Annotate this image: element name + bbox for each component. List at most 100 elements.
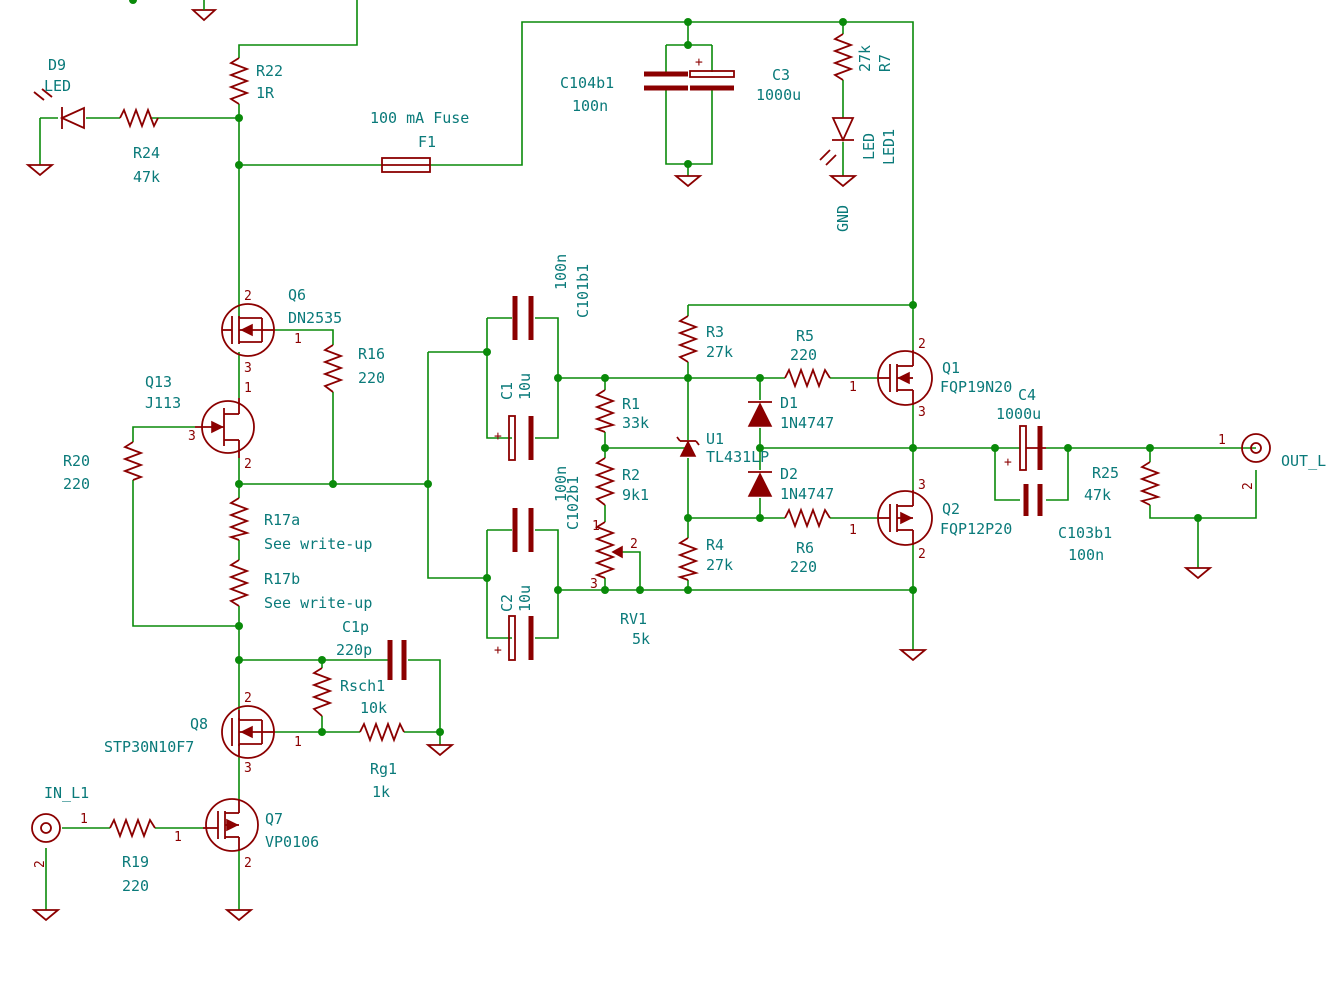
c101-value: 100n bbox=[552, 254, 570, 290]
out-ref: OUT_L bbox=[1281, 452, 1326, 470]
out-pin1: 1 bbox=[1218, 433, 1226, 448]
q1-pin3: 3 bbox=[918, 405, 926, 420]
resistor-r22: R22 1R bbox=[228, 57, 283, 105]
c102-ref: C102b1 bbox=[564, 476, 582, 530]
rg1-value: 1k bbox=[372, 783, 390, 801]
r22-ref: R22 bbox=[256, 62, 283, 80]
resistor-r5: R5 220 bbox=[784, 327, 831, 389]
q13-pin3: 3 bbox=[188, 429, 196, 444]
resistor-r16: R16 220 bbox=[322, 344, 385, 393]
capacitor-c104b1: C104b1 100n bbox=[560, 71, 688, 115]
q6-ref: Q6 bbox=[288, 286, 306, 304]
rv1-ref: RV1 bbox=[620, 610, 647, 628]
r25-ref: R25 bbox=[1092, 464, 1119, 482]
r22-value: 1R bbox=[256, 84, 275, 102]
q6-pin1: 1 bbox=[294, 332, 302, 347]
resistor-r25: R25 47k bbox=[1084, 461, 1162, 506]
r7-value: 27k bbox=[856, 45, 874, 72]
c102-value: 100n bbox=[552, 466, 570, 502]
resistor-rsch1: Rsch1 10k bbox=[311, 667, 387, 717]
rv1-pin3: 3 bbox=[590, 577, 598, 592]
q6-value: DN2535 bbox=[288, 309, 342, 327]
q8-pin3: 3 bbox=[244, 761, 252, 776]
r24-ref: R24 bbox=[133, 144, 160, 162]
led1-value: LED bbox=[860, 133, 878, 160]
q13-pin1: 1 bbox=[244, 381, 252, 396]
resistor-r3: R3 27k bbox=[677, 315, 733, 363]
q2-pin2: 2 bbox=[918, 547, 926, 562]
r24-value: 47k bbox=[133, 168, 160, 186]
q8-pin1: 1 bbox=[294, 735, 302, 750]
resistor-r6: R6 220 bbox=[784, 507, 831, 576]
shunt-regulator-u1: U1 TL431LP bbox=[676, 430, 769, 466]
q1-ref: Q1 bbox=[942, 359, 960, 377]
c3-ref: C3 bbox=[772, 66, 790, 84]
r20-ref: R20 bbox=[63, 452, 90, 470]
q2-pin1: 1 bbox=[849, 523, 857, 538]
mosfet-q8: 2 1 3 Q8 STP30N10F7 bbox=[104, 691, 302, 776]
capacitor-c102b1: 100n C102b1 bbox=[512, 466, 582, 552]
in-pin1: 1 bbox=[80, 812, 88, 827]
c1-plus: + bbox=[494, 429, 502, 444]
q6-pin3: 3 bbox=[244, 361, 252, 376]
input-connector: 1 2 IN_L1 bbox=[31, 784, 89, 868]
r16-ref: R16 bbox=[358, 345, 385, 363]
q7-value: VP0106 bbox=[265, 833, 319, 851]
capacitor-c1: + C1 10u bbox=[494, 373, 534, 461]
c101-ref: C101b1 bbox=[574, 264, 592, 318]
q7-ref: Q7 bbox=[265, 810, 283, 828]
q13-ref: Q13 bbox=[145, 373, 172, 391]
q6-pin2: 2 bbox=[244, 289, 252, 304]
q8-value: STP30N10F7 bbox=[104, 738, 194, 756]
d1-value: 1N4747 bbox=[780, 414, 834, 432]
f1-value: 100 mA Fuse bbox=[370, 109, 469, 127]
d1-ref: D1 bbox=[780, 394, 798, 412]
c2-value: 10u bbox=[516, 585, 534, 612]
q2-value: FQP12P20 bbox=[940, 520, 1012, 538]
led1-ref: LED1 bbox=[880, 129, 898, 165]
q8-ref: Q8 bbox=[190, 715, 208, 733]
rv1-pin1: 1 bbox=[592, 519, 600, 534]
r16-value: 220 bbox=[358, 369, 385, 387]
resistor-rg1: Rg1 1k bbox=[359, 721, 405, 801]
r17a-value: See write-up bbox=[264, 535, 372, 553]
d9-value: LED bbox=[44, 77, 71, 95]
led-d9: D9 LED bbox=[33, 56, 85, 130]
in-pin2: 2 bbox=[33, 860, 48, 868]
q1-pin2: 2 bbox=[918, 337, 926, 352]
resistor-r17b: R17b See write-up bbox=[228, 559, 372, 612]
capacitor-c4: + C4 1000u bbox=[996, 386, 1046, 471]
u1-ref: U1 bbox=[706, 430, 724, 448]
mosfet-q6: 2 1 3 Q6 DN2535 bbox=[221, 286, 342, 376]
c103-value: 100n bbox=[1068, 546, 1104, 564]
r3-ref: R3 bbox=[706, 323, 724, 341]
c4-value: 1000u bbox=[996, 405, 1041, 423]
r5-value: 220 bbox=[790, 346, 817, 364]
diode-d1: D1 1N4747 bbox=[747, 394, 834, 432]
resistor-r17a: R17a See write-up bbox=[227, 497, 372, 553]
mosfet-q2: 1 3 2 Q2 FQP12P20 bbox=[849, 478, 1012, 562]
r17b-value: See write-up bbox=[264, 594, 372, 612]
r25-value: 47k bbox=[1084, 486, 1111, 504]
r5-ref: R5 bbox=[796, 327, 814, 345]
resistor-r2: R2 9k1 bbox=[594, 457, 649, 506]
c104-ref: C104b1 bbox=[560, 74, 614, 92]
d2-ref: D2 bbox=[780, 465, 798, 483]
resistor-r20: R20 220 bbox=[63, 441, 144, 493]
d2-value: 1N4747 bbox=[780, 485, 834, 503]
capacitor-c3: + C3 1000u bbox=[689, 55, 801, 104]
r17b-ref: R17b bbox=[264, 570, 300, 588]
f1-ref: F1 bbox=[418, 133, 436, 151]
q2-ref: Q2 bbox=[942, 500, 960, 518]
c1-ref: C1 bbox=[498, 382, 516, 400]
r1-value: 33k bbox=[622, 414, 649, 432]
c3-plus: + bbox=[695, 55, 703, 70]
r6-value: 220 bbox=[790, 558, 817, 576]
output-connector: 1 2 OUT_L bbox=[1218, 433, 1326, 490]
rv1-pin2: 2 bbox=[630, 537, 638, 552]
capacitor-c101b1: 100n C101b1 bbox=[512, 254, 592, 340]
diode-d2: D2 1N4747 bbox=[747, 465, 834, 503]
resistor-r4: R4 27k bbox=[676, 536, 733, 581]
r2-ref: R2 bbox=[622, 466, 640, 484]
